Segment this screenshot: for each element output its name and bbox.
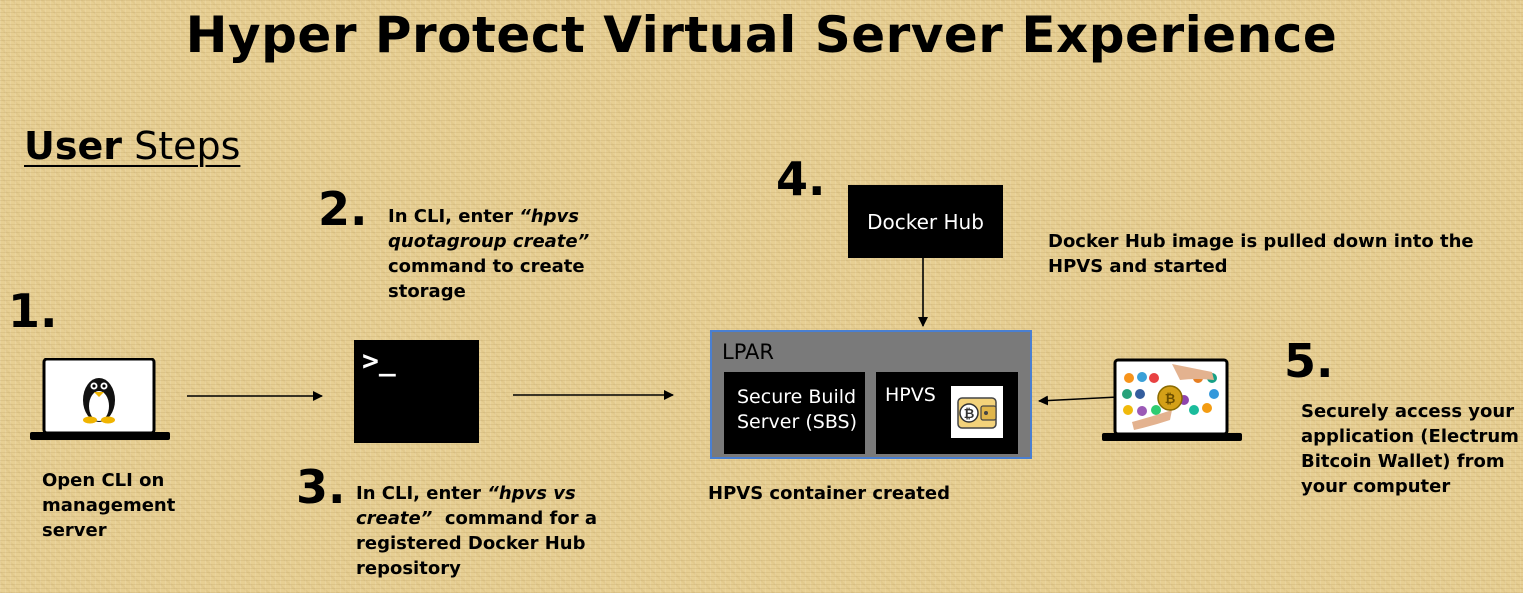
step-2-line1: In CLI, enter <box>388 206 520 227</box>
terminal-prompt: >_ <box>362 344 396 377</box>
step-3-line1: In CLI, enter <box>356 483 488 504</box>
hpvs-box: HPVS ₿ <box>876 372 1018 454</box>
page-title: Hyper Protect Virtual Server Experience <box>185 6 1338 64</box>
lpar-caption: HPVS container created <box>708 483 950 504</box>
laptop-crypto-icon: ₿ <box>1102 358 1244 448</box>
step-2-cmd1: “hpvs <box>519 206 579 227</box>
step-1-text: Open CLI on management server <box>42 470 176 541</box>
step-4-text: Docker Hub image is pulled down into the… <box>1048 231 1474 277</box>
arrow-laptop-to-hpvs <box>1038 395 1119 406</box>
step-2-number: 2. <box>318 182 368 236</box>
step-3-line3: registered Docker Hub <box>356 533 586 554</box>
step-2-line3: command to create <box>388 256 585 277</box>
lpar-box: LPAR Secure Build Server (SBS) HPVS ₿ <box>710 330 1032 459</box>
svg-text:₿: ₿ <box>1165 392 1176 407</box>
user-steps-rest: Steps <box>122 124 241 168</box>
step-2-line4: storage <box>388 281 466 302</box>
step-3-line2-rest: command for a <box>432 508 597 529</box>
step-4-number: 4. <box>776 152 826 206</box>
step-5-number: 5. <box>1284 334 1334 388</box>
laptop-linux-icon <box>30 357 172 446</box>
step-2-cmd2: quotagroup create” <box>388 231 590 252</box>
terminal-icon: >_ <box>354 340 479 443</box>
step-5-text: Securely access your application (Electr… <box>1301 401 1519 497</box>
step-3-line4: repository <box>356 558 461 579</box>
user-steps-heading: User Steps <box>24 124 240 168</box>
step-3-cmd2: create” <box>356 508 433 529</box>
step-3-text: In CLI, enter “hpvs vs create” command f… <box>356 481 616 581</box>
user-steps-bold: User <box>24 124 122 168</box>
hpvs-label: HPVS <box>885 384 936 406</box>
step-3-cmd1: “hpvs vs <box>487 483 576 504</box>
sbs-box: Secure Build Server (SBS) <box>724 372 865 454</box>
step-2-text: In CLI, enter “hpvs quotagroup create” c… <box>388 204 608 304</box>
svg-text:₿: ₿ <box>964 407 975 422</box>
lpar-label: LPAR <box>722 340 774 364</box>
docker-hub-box: Docker Hub <box>848 185 1003 258</box>
step-1-number: 1. <box>8 284 58 338</box>
step-3-number: 3. <box>296 460 346 514</box>
bitcoin-wallet-icon: ₿ <box>951 386 1003 438</box>
